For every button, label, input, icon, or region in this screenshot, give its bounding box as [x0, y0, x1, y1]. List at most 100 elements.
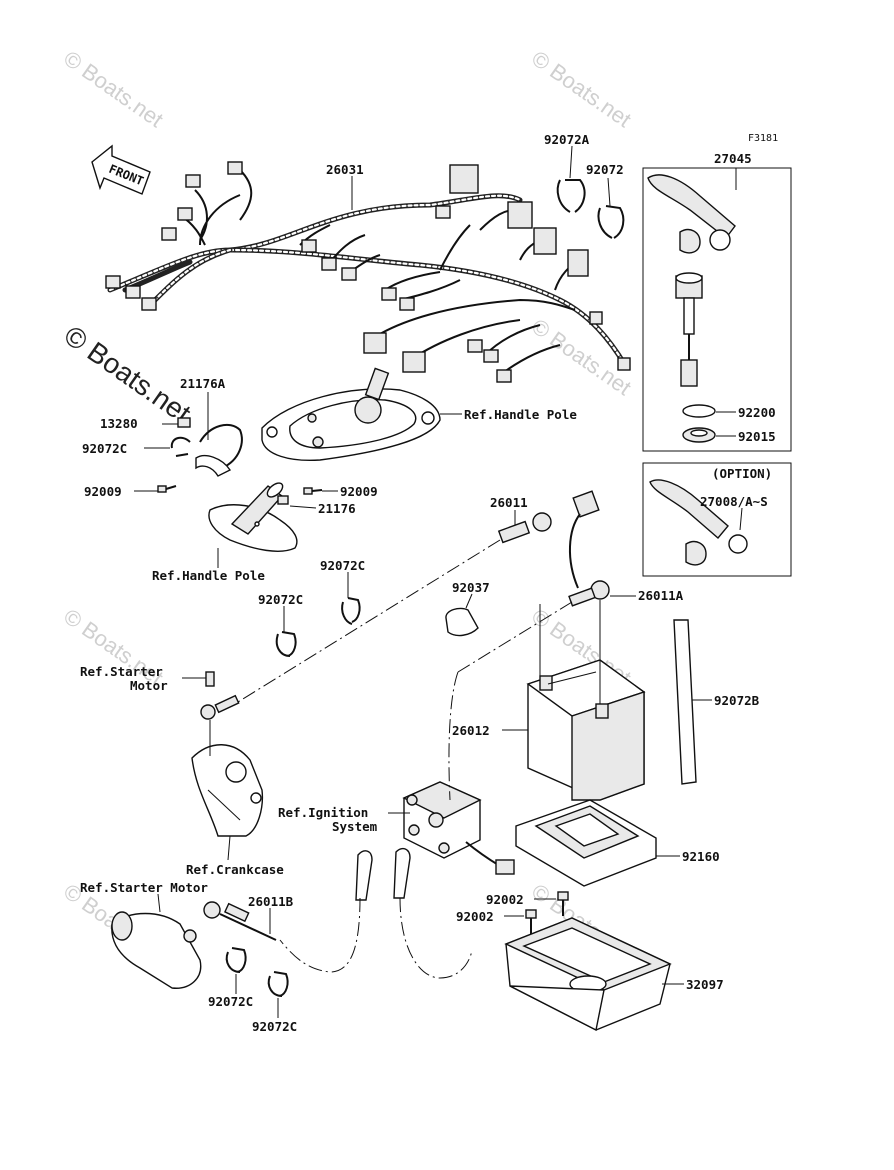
label-92015: 92015	[738, 429, 776, 444]
clamp-92072A	[556, 179, 586, 213]
label-26031: 26031	[326, 162, 364, 177]
connector	[496, 369, 512, 383]
connector	[125, 285, 141, 299]
connector	[161, 227, 177, 241]
clamp-92072	[597, 205, 625, 239]
ref-starter-motor-b: Ref.Starter Motor	[80, 880, 208, 895]
connector	[177, 207, 193, 221]
bolt-92009-a	[157, 485, 177, 493]
battery-case-32097	[504, 917, 672, 1032]
figure-code: F3181	[748, 133, 778, 144]
connector	[567, 249, 589, 277]
label-92002-b: 92002	[456, 909, 494, 924]
connector	[381, 287, 397, 301]
starter-motor	[111, 911, 202, 989]
label-92072A: 92072A	[544, 132, 590, 147]
connector	[227, 161, 243, 175]
label-92072: 92072	[586, 162, 624, 177]
watermark-text: © Boats.net	[527, 46, 636, 133]
watermark-text-dark: © Boats.net	[59, 320, 197, 430]
label-92072C-a: 92072C	[82, 441, 127, 456]
connector	[363, 332, 387, 354]
label-26011A: 26011A	[638, 588, 684, 603]
ref-starter-motor-a-2: Motor	[130, 678, 168, 693]
plate-13280	[177, 417, 191, 428]
connector	[105, 275, 121, 289]
option-box	[642, 462, 792, 577]
label-26012: 26012	[452, 723, 490, 738]
connector	[141, 297, 157, 311]
label-92009-a: 92009	[84, 484, 122, 499]
cable-26011A	[568, 490, 610, 607]
connector	[402, 351, 426, 373]
connector	[449, 164, 479, 194]
strap-92072B	[673, 619, 697, 785]
clip-92037	[445, 607, 479, 637]
connector	[341, 267, 357, 281]
bolt-starter-ref	[205, 671, 215, 687]
bracket	[195, 454, 232, 477]
label-21176A: 21176A	[180, 376, 226, 391]
terminal-sleeve	[214, 694, 240, 714]
connector	[321, 257, 337, 271]
clamp-92072C-c	[275, 631, 297, 657]
battery-tray-92160	[515, 799, 657, 887]
clamp-92072C-a	[170, 436, 191, 457]
label-32097: 32097	[686, 977, 724, 992]
battery-26012	[526, 659, 646, 801]
ignition-switch	[675, 272, 703, 387]
bolt-92002-b	[525, 909, 537, 919]
washer-92200	[682, 404, 716, 418]
front-arrow: FRONT	[91, 144, 151, 195]
clamp-92072C-b	[341, 597, 361, 625]
label-26011B: 26011B	[248, 894, 294, 909]
ignition-system	[355, 781, 515, 901]
label-21176: 21176	[318, 501, 356, 516]
connector	[617, 357, 631, 371]
lanyard-key	[647, 174, 736, 254]
connector	[185, 174, 201, 188]
connector	[533, 227, 557, 255]
main-wire-harness	[105, 161, 631, 383]
ref-ignition-1: Ref.Ignition	[278, 805, 368, 820]
label-92072B: 92072B	[714, 693, 760, 708]
connector	[435, 205, 451, 219]
label-92002-a: 92002	[486, 892, 524, 907]
handle-pole-shaft	[208, 482, 298, 552]
ref-handle-pole-a: Ref.Handle Pole	[464, 407, 577, 422]
label-92072C-e: 92072C	[252, 1019, 297, 1034]
ref-crankcase: Ref.Crankcase	[186, 862, 284, 877]
connector	[399, 297, 415, 311]
connector	[467, 339, 483, 353]
watermark-text: © Boats.net	[59, 46, 168, 133]
option-box-title: (OPTION)	[712, 466, 772, 481]
option-lanyard	[649, 479, 748, 566]
cable-26011	[497, 512, 552, 544]
clamp-92072C-d	[225, 947, 247, 973]
handle-pole-cover	[261, 367, 441, 462]
label-92072C-d: 92072C	[208, 994, 253, 1009]
connector	[483, 349, 499, 363]
key-switch-box	[642, 167, 792, 452]
ref-starter-motor-a-1: Ref.Starter	[80, 664, 163, 679]
label-92009-b: 92009	[340, 484, 378, 499]
label-92160: 92160	[682, 849, 720, 864]
label-92037: 92037	[452, 580, 490, 595]
label-92200: 92200	[738, 405, 776, 420]
connector	[301, 239, 317, 253]
ref-handle-pole-b: Ref.Handle Pole	[152, 568, 265, 583]
label-92072C-c: 92072C	[258, 592, 303, 607]
bolt-92002-a	[557, 891, 569, 901]
label-92072C-b: 92072C	[320, 558, 365, 573]
bolt-92009-b	[303, 487, 323, 495]
cable-26011B	[203, 901, 277, 941]
label-13280: 13280	[100, 416, 138, 431]
terminal	[200, 704, 216, 720]
label-27045: 27045	[714, 151, 752, 166]
wire-21176A	[199, 423, 243, 469]
label-27008: 27008/A~S	[700, 494, 768, 509]
crankcase-bracket	[191, 744, 264, 837]
clamp-92072C-e	[267, 971, 289, 997]
